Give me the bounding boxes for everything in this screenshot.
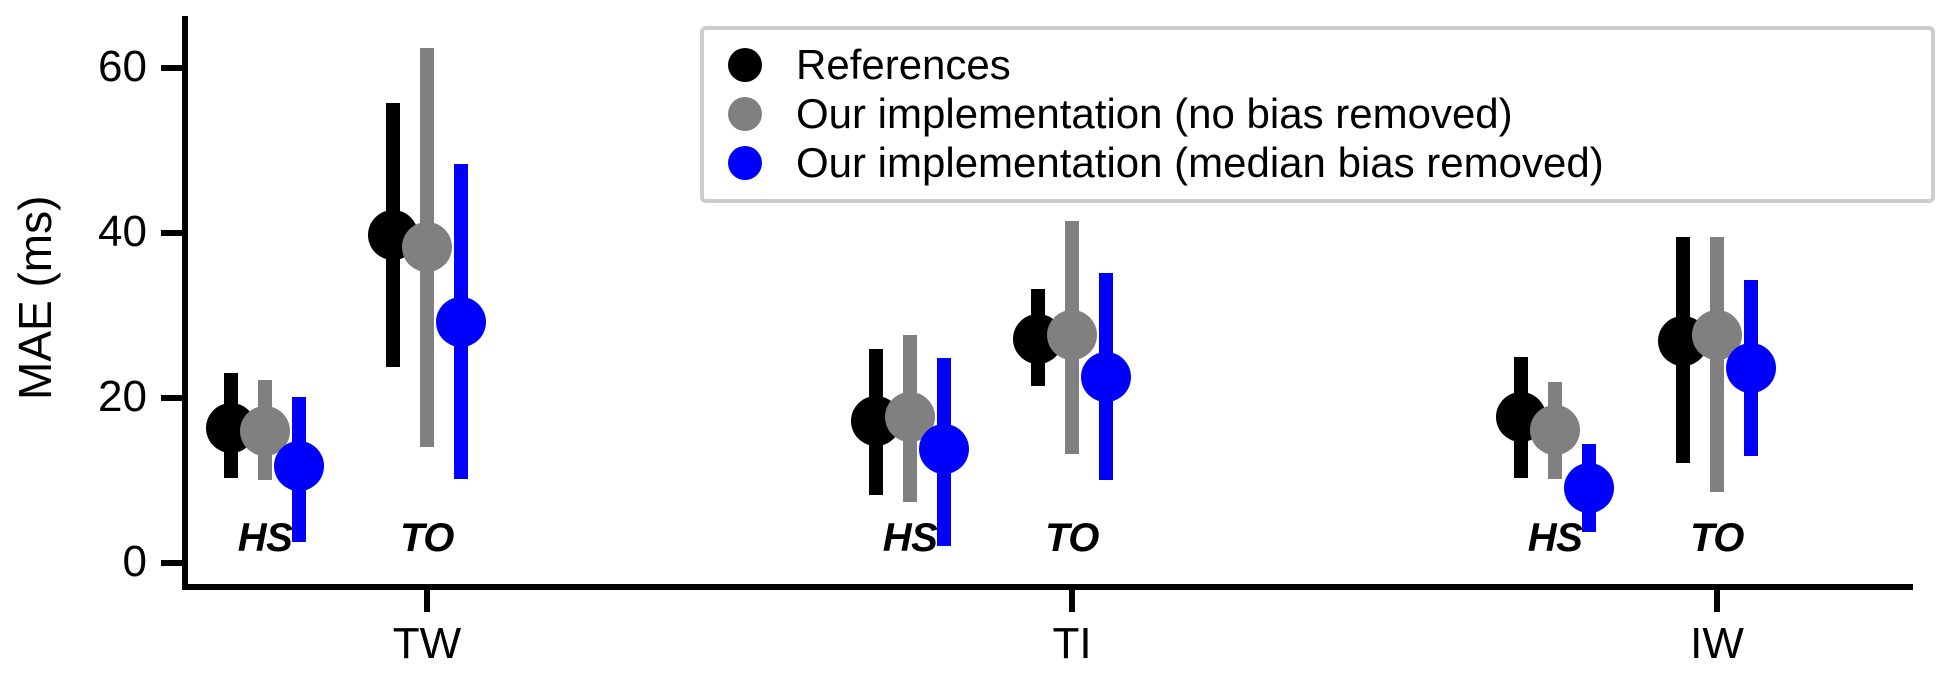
legend-item-label: Our implementation (no bias removed) — [796, 89, 1513, 137]
y-tick-label: 0 — [122, 537, 147, 586]
data-point-marker[interactable] — [274, 441, 324, 492]
legend-item[interactable]: Our implementation (median bias removed) — [722, 138, 1913, 187]
subgroup-label-hs: HS — [237, 516, 293, 560]
subgroup-label-hs: HS — [882, 516, 938, 560]
x-tick-mark — [1069, 590, 1075, 612]
legend-item-label: References — [796, 40, 1011, 88]
subgroup-label-to: TO — [400, 516, 454, 560]
x-tick-label: TW — [392, 619, 462, 668]
subgroup-label-hs: HS — [1527, 516, 1583, 560]
error-bar — [1710, 237, 1724, 493]
x-tick-label: IW — [1690, 619, 1744, 668]
legend-item-label: Our implementation (median bias removed) — [796, 138, 1604, 186]
data-point-marker[interactable] — [402, 222, 452, 273]
data-point-marker[interactable] — [436, 297, 486, 348]
data-point-marker[interactable] — [1564, 462, 1614, 513]
y-tick-label: 60 — [98, 42, 147, 91]
subgroup-label-to: TO — [1690, 516, 1744, 560]
data-point-marker[interactable] — [1047, 310, 1097, 361]
circle-marker-blue-icon — [728, 145, 762, 180]
circle-marker-gray-icon — [728, 96, 762, 131]
data-point-marker[interactable] — [1530, 405, 1580, 456]
data-point-marker[interactable] — [919, 424, 969, 475]
legend-item[interactable]: References — [722, 40, 1913, 89]
data-point-marker[interactable] — [1726, 343, 1776, 394]
y-tick-mark — [161, 395, 183, 401]
y-tick-mark — [161, 560, 183, 566]
y-tick-label: 20 — [98, 372, 147, 421]
y-axis-spine — [182, 16, 188, 584]
x-axis-spine — [182, 584, 1913, 590]
y-tick-mark — [161, 65, 183, 71]
legend-item[interactable]: Our implementation (no bias removed) — [722, 89, 1913, 138]
y-tick-label: 40 — [98, 207, 147, 256]
circle-marker-black-icon — [728, 47, 762, 82]
x-tick-mark — [424, 590, 430, 612]
x-tick-mark — [1714, 590, 1720, 612]
data-point-marker[interactable] — [1081, 352, 1131, 403]
y-tick-mark — [161, 230, 183, 236]
x-tick-label: TI — [1052, 619, 1092, 668]
subgroup-label-to: TO — [1045, 516, 1099, 560]
